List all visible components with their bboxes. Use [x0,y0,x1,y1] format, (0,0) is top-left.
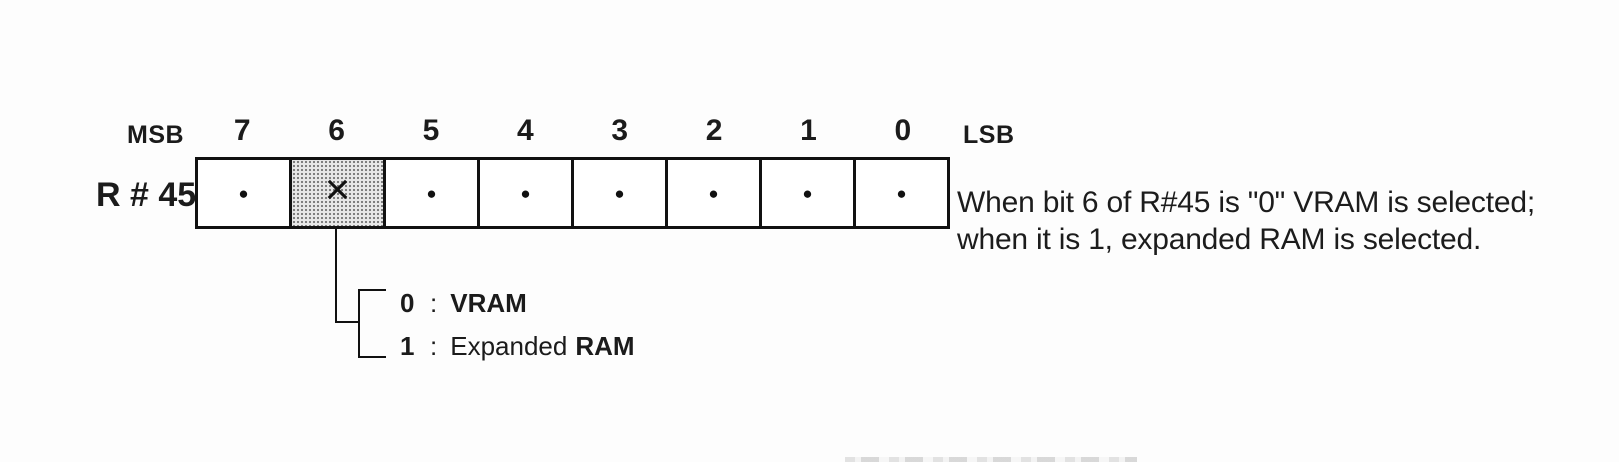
bit-number-7: 7 [233,114,251,147]
bit-cell-4: ● [480,160,574,226]
bit-dot-icon: ● [520,183,531,203]
note-text: When bit 6 of R#45 is "0" VRAM is select… [957,184,1535,258]
bit-cell-7: ● [198,160,292,226]
legend-row-expanded-ram: 1 : Expanded RAM [400,331,635,362]
legend-bracket-vertical-line [358,289,360,358]
bit-number-2: 2 [705,114,723,147]
cropped-text-artifact [845,457,1137,462]
bit-dot-icon: ● [708,183,719,203]
bit-number-4: 4 [516,114,534,147]
bit-cell-6-highlighted: × [292,160,386,226]
legend-bracket-top-tick [358,289,386,291]
bit-cell-5: ● [386,160,480,226]
bit-dot-icon: ● [802,183,813,203]
msb-label: MSB [127,121,185,149]
bit-dot-icon: ● [426,183,437,203]
legend-label-strong: RAM [575,331,635,361]
legend-separator: : [430,331,438,361]
bit-numbers-row: 7 6 5 4 3 2 1 0 [195,114,950,148]
bit-cross-icon: × [324,165,351,214]
connector-stem-line [335,228,337,323]
note-line-2: when it is 1, expanded RAM is selected. [957,223,1482,256]
legend-bit-value: 0 [400,288,415,318]
bit-number-6: 6 [328,114,345,147]
bit-cell-0: ● [856,160,947,226]
legend-label-strong: VRAM [450,288,527,318]
bit-number-0: 0 [894,114,912,147]
bit-cell-2: ● [668,160,762,226]
lsb-label: LSB [963,121,1015,149]
note-line-1: When bit 6 of R#45 is "0" VRAM is select… [957,186,1535,219]
register-name-label: R # 45 [96,176,197,214]
register-bit-box: ● × ● ● ● ● ● ● [195,157,950,229]
bit-dot-icon: ● [614,183,625,203]
connector-horizontal-line [335,321,360,323]
legend-bit-value: 1 [400,331,415,361]
legend-row-vram: 0 : VRAM [400,288,527,319]
bit-dot-icon: ● [896,183,907,203]
bit-cell-1: ● [762,160,856,226]
bit-number-1: 1 [800,114,817,147]
bit-number-5: 5 [422,114,440,147]
bit-dot-icon: ● [238,183,249,203]
legend-bracket-bottom-tick [358,356,386,358]
bit-cell-3: ● [574,160,668,226]
legend-label-plain: Expanded [450,331,568,361]
legend-separator: : [430,288,438,318]
bit-number-3: 3 [611,114,629,147]
